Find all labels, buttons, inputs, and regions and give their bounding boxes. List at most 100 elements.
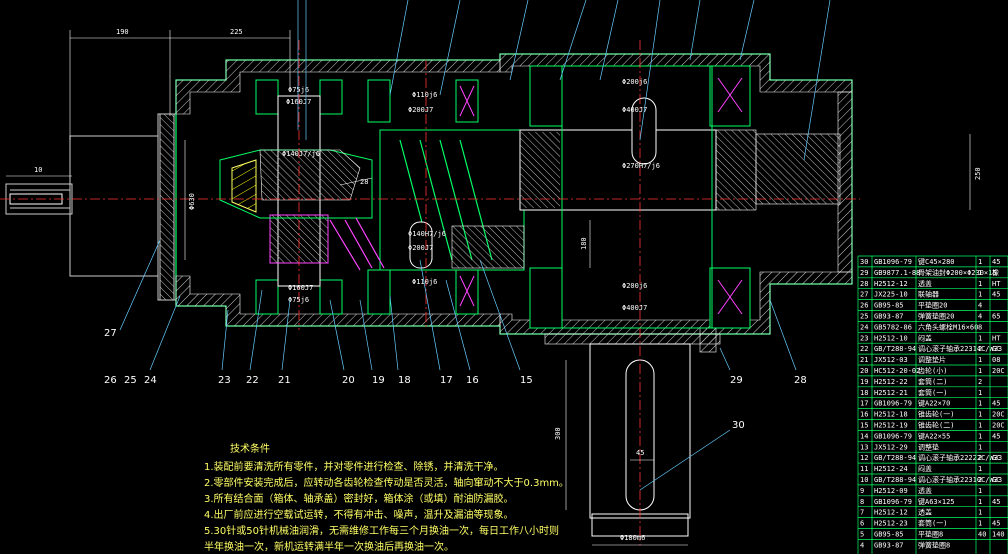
bom-cell: GB5782-86 [874, 323, 912, 331]
bom-cell: GB/T288-94 [874, 345, 916, 353]
bom-cell: 140 [992, 531, 1005, 539]
dim-10: 10 [34, 166, 42, 174]
bom-cell: 1 [978, 334, 982, 342]
bom-cell: 透盖 [918, 279, 932, 288]
bom-cell: 20C [992, 411, 1005, 419]
bom-cell: 1 [978, 498, 982, 506]
tech-note-2: 2.零部件安装完成后，应转动各齿轮检查传动是否灵活，轴向窜动不大于0.3mm。 [204, 476, 569, 489]
bom-cell: 4 [978, 302, 982, 310]
bom-cell: 20C [992, 422, 1005, 430]
callout-22: 22 [246, 375, 259, 386]
bom-cell: 22 [860, 345, 868, 353]
bom-cell: 1 [978, 432, 982, 440]
bom-cell: GC [992, 476, 1000, 484]
motor-flange [5, 113, 177, 301]
bom-cell: H2512-22 [874, 378, 908, 386]
callout-25: 25 [124, 375, 137, 386]
dim-300: 300 [554, 427, 562, 440]
bore-200j6-bot: Φ200j6 [622, 282, 647, 290]
bom-cell: 40 [978, 531, 986, 539]
bom-cell: 调整垫 [918, 442, 939, 451]
bore-200j7-top: Φ200J7 [408, 106, 433, 114]
bom-cell: H2512-12 [874, 280, 908, 288]
bom-cell: 21 [860, 356, 868, 364]
bom-cell: 65 [992, 313, 1000, 321]
dim-28: 28 [360, 178, 368, 186]
bom-cell: 15 [860, 422, 868, 430]
bom-cell: GB1096-79 [874, 432, 912, 440]
bom-cell: 1 [978, 465, 982, 473]
bom-cell: 19 [860, 378, 868, 386]
bom-cell: 1 [978, 367, 982, 375]
bom-cell: 20C [992, 367, 1005, 375]
bom-cell: GB/T288-94 [874, 454, 916, 462]
callout-30: 30 [732, 420, 745, 431]
callout-23: 23 [218, 375, 231, 386]
bom-cell: 9 [860, 487, 864, 495]
bom-cell: 45 [992, 291, 1000, 299]
bom-cell: GB95-85 [874, 302, 904, 310]
bom-cell: GB9877.1-88 [874, 269, 920, 277]
dim-45: 45 [636, 449, 644, 457]
bom-cell: 08 [992, 356, 1000, 364]
bore-75j6-top: Φ75j6 [288, 86, 309, 94]
callout-20: 20 [342, 375, 355, 386]
bom-cell: 透盖 [918, 508, 932, 517]
bom-cell: 26 [860, 302, 868, 310]
bom-cell: H2512-24 [874, 465, 908, 473]
bearings [255, 65, 751, 329]
bom-cell: 键A22×70 [918, 399, 950, 408]
bore-200j6-top: Φ200j6 [622, 78, 647, 86]
bore-140j7: Φ140J7/j6 [282, 150, 320, 158]
bom-cell: 16 [860, 411, 868, 419]
bore-200j7-mid: Φ200J7 [408, 244, 433, 252]
bom-cell: 锥齿轮(一) [918, 410, 954, 419]
bom-cell: 1 [978, 356, 982, 364]
bore-110j6-top: Φ110j6 [412, 91, 437, 99]
callout-28: 28 [794, 375, 807, 386]
bom-cell: 调心滚子轴承22314C/W33 [918, 344, 1002, 353]
bom-cell: 45 [992, 520, 1000, 528]
bom-cell: 2 [978, 345, 982, 353]
bom-cell: 2 [978, 454, 982, 462]
bom-cell: 橡 [992, 268, 999, 277]
callout-numbers: 27 26 25 24 23 22 21 20 19 18 17 16 15 2… [104, 328, 807, 431]
center-lines [0, 40, 860, 545]
bom-cell: 弹簧垫圈20 [918, 312, 954, 321]
bom-cell: 套筒(二) [918, 377, 947, 386]
bom-cell: 透盖 [918, 486, 932, 495]
bore-400j7-top: Φ400J7 [622, 106, 647, 114]
bom-cell: 1 [978, 422, 982, 430]
middle-shaft-gear [329, 129, 525, 271]
bom-cell: 1 [978, 258, 982, 266]
bore-400j7-bot: Φ400J7 [622, 304, 647, 312]
callout-17: 17 [440, 375, 453, 386]
bom-cell: H2512-19 [874, 422, 908, 430]
bom-cell: HT [992, 280, 1001, 288]
bom-cell: GB1096-79 [874, 498, 912, 506]
bom-cell: 弹簧垫圈8 [918, 540, 950, 549]
callout-15: 15 [520, 375, 533, 386]
bom-cell: JX512-29 [874, 443, 908, 451]
bom-cell: 45 [992, 400, 1000, 408]
bom-cell: 套筒(一) [918, 388, 947, 397]
bom-cell: 25 [860, 313, 868, 321]
bom-cell: 24 [860, 323, 868, 331]
dim-225: 225 [230, 28, 243, 36]
bom-cell: 骨架油封Φ200×Φ230×15 [918, 268, 997, 277]
bom-cell: 调整垫片 [918, 355, 946, 364]
dim-190: 190 [116, 28, 129, 36]
bom-cell: 2 [978, 378, 982, 386]
bom-cell: 调心滚子轴承22310C/W33 [918, 475, 1002, 484]
